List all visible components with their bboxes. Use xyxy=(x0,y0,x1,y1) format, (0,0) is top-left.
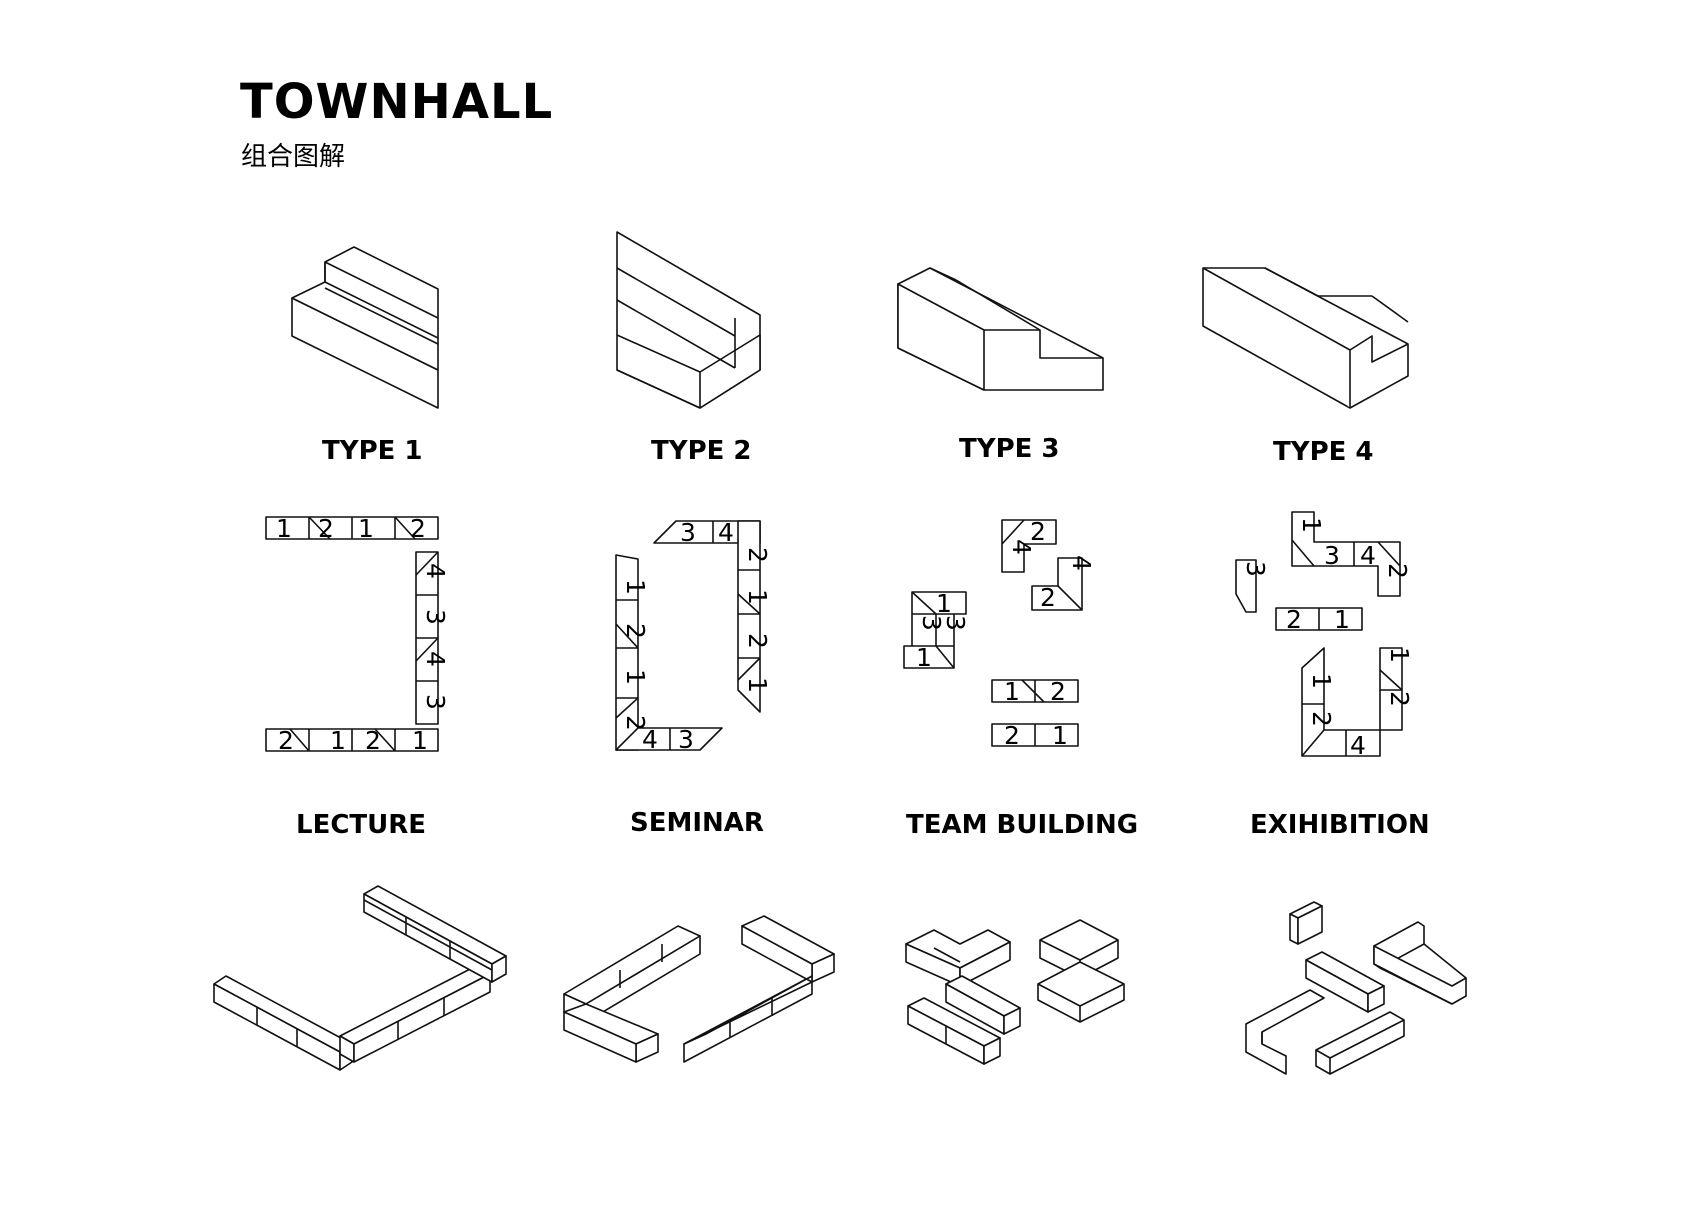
lecture-plan xyxy=(265,516,439,752)
seminar-left-num: 1 xyxy=(621,669,650,685)
seminar-bottom-num: 4 xyxy=(642,725,658,754)
type-3-label: TYPE 3 xyxy=(959,434,1060,464)
team-c-num: 1 xyxy=(916,643,932,672)
exh-a-num: 4 xyxy=(1360,541,1376,570)
page-title: TOWNHALL xyxy=(240,74,554,130)
seminar-right-num: 1 xyxy=(743,589,772,605)
seminar-left-num: 1 xyxy=(621,579,650,595)
lecture-right-num: 4 xyxy=(421,651,450,667)
seminar-top-num: 3 xyxy=(680,518,696,547)
exh-c-num: 1 xyxy=(1334,605,1350,634)
type-3-module-drawing xyxy=(897,267,1104,391)
page-subtitle: 组合图解 xyxy=(241,142,346,172)
exh-e-num: 1 xyxy=(1385,647,1414,663)
seminar-plan xyxy=(615,520,761,751)
seminar-left-num: 2 xyxy=(621,623,650,639)
layout-seminar-label: SEMINAR xyxy=(630,808,764,838)
team-b-num: 2 xyxy=(1040,583,1056,612)
lecture-bottom-num: 1 xyxy=(330,726,346,755)
type-2-label: TYPE 2 xyxy=(651,436,752,466)
exhibition-axonometric xyxy=(1245,901,1467,1075)
team-building-axonometric xyxy=(905,919,1125,1065)
team-a-num: 2 xyxy=(1030,517,1046,546)
exhibition-plan xyxy=(1235,511,1403,757)
team-e-num: 1 xyxy=(1052,721,1068,750)
lecture-axonometric xyxy=(213,885,507,1071)
team-b-num: 4 xyxy=(1067,555,1096,571)
team-a-num: 4 xyxy=(1007,539,1036,555)
type-1-label: TYPE 1 xyxy=(322,436,423,466)
lecture-bottom-num: 2 xyxy=(365,726,381,755)
lecture-top-num: 1 xyxy=(276,514,292,543)
type-4-label: TYPE 4 xyxy=(1273,437,1374,467)
layout-lecture-label: LECTURE xyxy=(296,810,427,840)
lecture-top-num: 2 xyxy=(410,514,426,543)
seminar-bottom-num: 3 xyxy=(678,725,694,754)
seminar-left-num: 2 xyxy=(621,715,650,731)
exh-d-num: 2 xyxy=(1307,711,1336,727)
team-c-num: 3 xyxy=(941,615,970,631)
lecture-right-num: 4 xyxy=(421,563,450,579)
seminar-right-num: 1 xyxy=(743,677,772,693)
team-d-num: 2 xyxy=(1050,677,1066,706)
seminar-top-num: 4 xyxy=(718,518,734,547)
seminar-axonometric xyxy=(563,915,835,1063)
type-2-module-drawing xyxy=(616,231,761,409)
team-c-num: 1 xyxy=(936,589,952,618)
exh-a-num: 3 xyxy=(1324,541,1340,570)
layout-exhibition-label: EXIHIBITION xyxy=(1250,810,1430,840)
exh-a-num: 2 xyxy=(1383,563,1412,579)
exh-e-num: 2 xyxy=(1385,691,1414,707)
exh-d-num: 1 xyxy=(1307,673,1336,689)
layout-team-building-label: TEAM BUILDING xyxy=(906,810,1139,840)
lecture-right-num: 3 xyxy=(421,609,450,625)
lecture-right-num: 3 xyxy=(421,694,450,710)
exh-c-num: 2 xyxy=(1286,605,1302,634)
seminar-right-num: 2 xyxy=(743,633,772,649)
lecture-bottom-num: 2 xyxy=(278,726,294,755)
seminar-right-num: 2 xyxy=(743,547,772,563)
team-c-num: 3 xyxy=(917,615,946,631)
exh-b-num: 3 xyxy=(1241,561,1270,577)
exh-a-num: 1 xyxy=(1297,517,1326,533)
type-4-module-drawing xyxy=(1202,267,1409,409)
lecture-top-num: 2 xyxy=(318,514,334,543)
team-e-num: 2 xyxy=(1004,721,1020,750)
lecture-top-num: 1 xyxy=(358,514,374,543)
team-d-num: 1 xyxy=(1004,677,1020,706)
exh-d-num: 4 xyxy=(1350,731,1366,760)
lecture-bottom-num: 1 xyxy=(412,726,428,755)
team-building-plan xyxy=(903,519,1083,747)
type-1-module-drawing xyxy=(291,246,439,409)
